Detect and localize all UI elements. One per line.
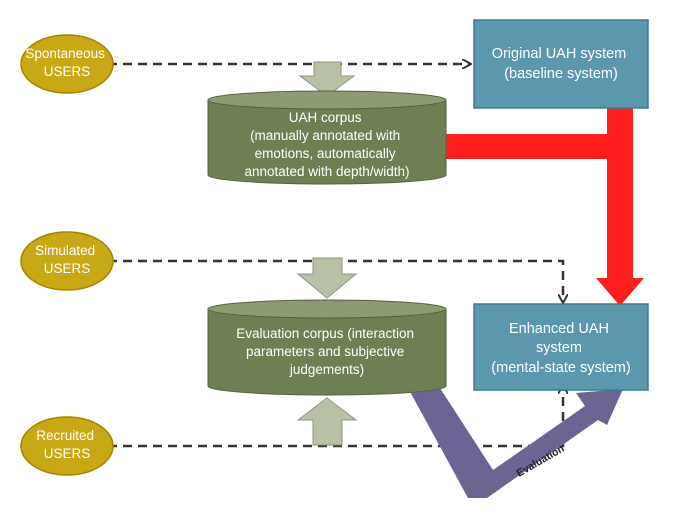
original-system-node: Original UAH system (baseline system) xyxy=(473,19,649,109)
svg-text:Enhanced UAH system: Enhanced UAH system (mental-state system… xyxy=(491,321,630,376)
evaluation-arrow: Evaluation xyxy=(408,388,623,498)
recruited-to-evaluation-arrow xyxy=(296,397,358,446)
original-system-line-2: (baseline system) xyxy=(504,66,618,82)
evaluation-corpus-line-1: Evaluation corpus (interaction xyxy=(236,326,414,341)
evaluation-corpus-line-3: judgements) xyxy=(289,362,364,377)
spontaneous-users-line-1: Spontaneous xyxy=(25,46,105,61)
uah-corpus-line-4: annotated with depth/width) xyxy=(244,164,409,179)
svg-text:UAH corpus (manually ann: UAH corpus (manually annotated with emot… xyxy=(244,110,409,179)
recruited-to-enhanced-connector xyxy=(108,386,563,448)
simulated-users-line-2: USERS xyxy=(44,261,91,276)
spontaneous-to-corpus-arrow xyxy=(298,61,356,97)
svg-text:Original UAH system (bas: Original UAH system (baseline system) xyxy=(492,46,631,82)
recruited-users-line-2: USERS xyxy=(44,446,91,461)
uah-corpus-node: UAH corpus (manually annotated with emot… xyxy=(207,90,447,185)
enhanced-system-node: Enhanced UAH system (mental-state system… xyxy=(473,303,649,391)
svg-text:Recruited USERS: Recruited USERS xyxy=(36,428,98,461)
svg-text:Spontaneous USERS: Spontaneous USERS xyxy=(25,46,108,79)
simulated-to-enhanced-connector xyxy=(108,259,563,302)
uah-corpus-line-1: UAH corpus xyxy=(289,110,362,125)
evaluation-corpus-line-2: parameters and subjective xyxy=(246,344,404,359)
red-flow-arrow xyxy=(440,108,644,306)
enhanced-system-line-3: (mental-state system) xyxy=(491,360,630,376)
svg-text:Evaluation corpus (interaction: Evaluation corpus (interaction parameter… xyxy=(236,326,418,377)
spontaneous-users-node: Spontaneous USERS xyxy=(20,34,114,94)
simulated-users-line-1: Simulated xyxy=(35,243,95,258)
simulated-to-evaluation-arrow xyxy=(296,257,358,299)
enhanced-system-line-2: system xyxy=(536,340,582,356)
uah-corpus-line-2: (manually annotated with xyxy=(250,128,400,143)
recruited-users-line-1: Recruited xyxy=(36,428,94,443)
svg-text:Simulated USERS: Simulated USERS xyxy=(35,243,99,276)
evaluation-corpus-node: Evaluation corpus (interaction parameter… xyxy=(207,299,447,396)
recruited-users-node: Recruited USERS xyxy=(20,416,114,476)
spontaneous-users-line-2: USERS xyxy=(44,64,91,79)
enhanced-system-line-1: Enhanced UAH xyxy=(509,321,609,337)
uah-corpus-line-3: emotions, automatically xyxy=(255,146,396,161)
simulated-users-node: Simulated USERS xyxy=(20,231,114,291)
original-system-line-1: Original UAH system xyxy=(492,46,627,62)
